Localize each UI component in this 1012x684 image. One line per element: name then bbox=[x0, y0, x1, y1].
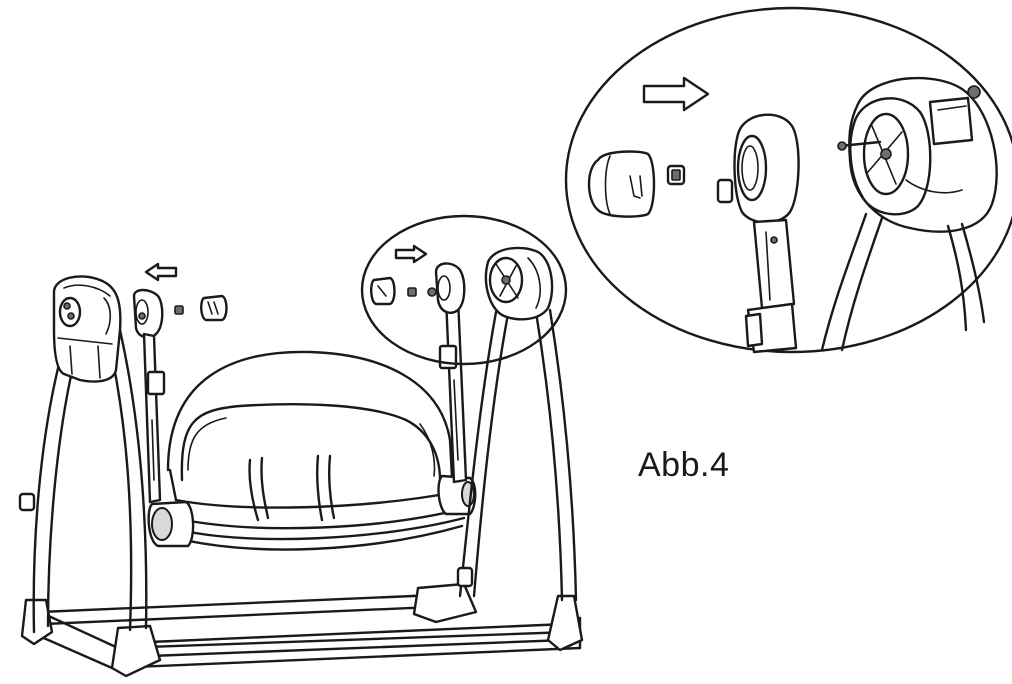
large-swing-arm bbox=[716, 113, 800, 354]
seat bbox=[166, 350, 468, 551]
foot-front-left bbox=[110, 624, 162, 678]
detail-callout-large bbox=[564, 6, 1012, 354]
left-small-nut bbox=[174, 305, 184, 315]
large-nut bbox=[666, 164, 686, 186]
arrow-left-icon bbox=[144, 262, 178, 282]
foot-rear-right bbox=[412, 582, 478, 624]
arrow-right-small-icon bbox=[394, 244, 428, 264]
large-end-cap bbox=[587, 150, 656, 218]
large-frame-tubes bbox=[820, 212, 986, 352]
left-seat-hub bbox=[147, 500, 195, 548]
figure-label: Abb.4 bbox=[638, 446, 730, 484]
left-swing-arm bbox=[132, 288, 166, 504]
right-frame-legs bbox=[456, 308, 578, 602]
large-motor-housing bbox=[837, 76, 998, 233]
detail-callout-small bbox=[360, 214, 568, 366]
foot-front-right bbox=[546, 594, 584, 652]
left-motor-housing bbox=[52, 275, 122, 383]
foot-rear-left bbox=[20, 598, 54, 646]
left-end-cap bbox=[200, 294, 228, 322]
arrow-right-large-icon bbox=[642, 76, 710, 112]
right-swing-arm bbox=[438, 296, 468, 484]
